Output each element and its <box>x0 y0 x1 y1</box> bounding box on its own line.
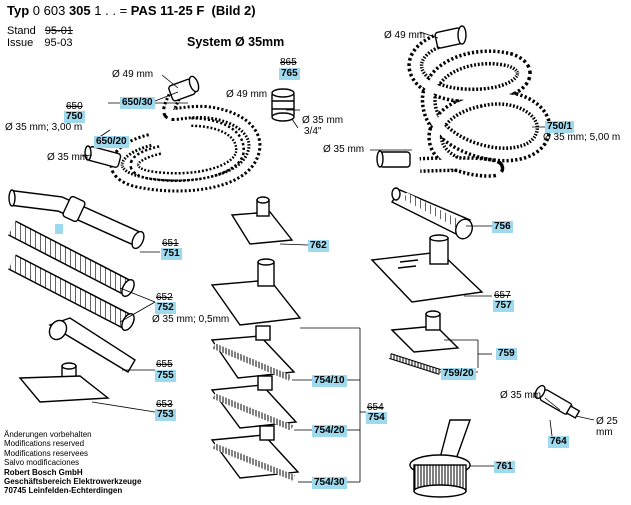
callout-759: 759 <box>496 348 517 360</box>
dim-35-adapter: Ø 35 mm <box>500 390 542 401</box>
callout-650-30: 650/30 <box>120 97 155 109</box>
hose-5m-drawing <box>376 25 552 178</box>
floor-nozzle-754-drawing <box>210 258 302 326</box>
callout-764: 764 <box>548 436 569 448</box>
callout-757: 757 <box>493 300 514 312</box>
callout-657-old: 657 <box>494 290 511 301</box>
callout-754: 754 <box>366 412 387 424</box>
footer-line: Salvo modificaciones <box>4 458 80 468</box>
callout-761: 761 <box>494 461 515 473</box>
dim-35-left: Ø 35 mm <box>47 152 89 163</box>
bild-label: (Bild 2) <box>211 3 256 18</box>
callout-754-30: 754/30 <box>312 477 347 489</box>
typ-suffix: 1 . . = <box>94 3 128 18</box>
dim-thread: 3/4" <box>304 126 322 137</box>
company-name: Robert Bosch GmbH <box>4 467 83 477</box>
upholstery-nozzle-753-drawing <box>18 362 110 403</box>
floor-nozzle-754-10-drawing <box>210 325 296 381</box>
footer-notes: Änderungen vorbehalten Modifications res… <box>4 430 141 496</box>
dim-35-right: Ø 35 mm <box>323 144 365 155</box>
adapter-764-drawing <box>534 384 581 419</box>
callout-650-20: 650/20 <box>94 136 129 148</box>
callout-754-10: 754/10 <box>312 375 347 387</box>
adapter-765-drawing <box>271 88 295 122</box>
callout-762: 762 <box>308 240 329 252</box>
dim-49-right: Ø 49 mm <box>384 30 426 41</box>
floor-nozzle-757-drawing <box>370 234 484 303</box>
callout-765: 765 <box>279 68 300 80</box>
issue-label: Issue <box>7 37 34 49</box>
callout-756: 756 <box>492 221 513 233</box>
round-brush-761-drawing <box>409 419 471 498</box>
callout-652-old: 652 <box>156 292 173 303</box>
company-address: 70745 Leinfelden-Echterdingen <box>4 486 123 496</box>
dim-25-adapter: Ø 25 mm <box>596 416 618 438</box>
typ-number-b: 305 <box>68 3 91 18</box>
callout-752: 752 <box>155 302 176 314</box>
model-name: PAS 11-25 F <box>130 3 205 18</box>
type-line: Typ 0 603 305 1 . . = PAS 11-25 F (Bild … <box>7 3 256 18</box>
callout-754-20: 754/20 <box>312 425 347 437</box>
callout-654-old: 654 <box>367 402 384 413</box>
company-division: Geschäftsbereich Elektrowerkzeuge <box>4 477 142 487</box>
floor-nozzle-754-30-drawing <box>210 425 300 481</box>
crevice-nozzle-755-drawing <box>48 317 136 373</box>
callout-865-old: 865 <box>280 57 297 68</box>
bent-tube-751-drawing <box>8 189 145 250</box>
callout-653-old: 653 <box>156 399 173 410</box>
system-title: System Ø 35mm <box>187 35 285 49</box>
callout-655-old: 655 <box>156 359 173 370</box>
callout-751: 751 <box>161 248 182 260</box>
typ-number-a: 0 603 <box>32 3 66 18</box>
stand-value: 95-01 <box>44 25 73 37</box>
dim-49-mid: Ø 49 mm <box>226 89 268 100</box>
callout-750: 750 <box>64 111 85 123</box>
highlight-marker <box>55 224 63 234</box>
floor-nozzle-754-20-drawing <box>210 375 298 431</box>
extension-tubes-752-drawing <box>8 220 135 331</box>
callout-750-1: 750/1 <box>545 121 575 133</box>
stand-block: Stand 95-01 Issue 95-03 <box>7 25 73 49</box>
nozzle-762-drawing <box>230 196 294 245</box>
footer-line: Modifications reservees <box>4 448 89 458</box>
callout-755: 755 <box>155 370 176 382</box>
stand-label: Stand <box>7 25 36 37</box>
callout-651-old: 651 <box>162 238 179 249</box>
footer-line: Modifications reserved <box>4 439 85 449</box>
dim-35-500: Ø 35 mm; 5,00 m <box>543 132 621 143</box>
dim-35-mid: Ø 35 mm <box>302 115 344 126</box>
callout-650-old: 650 <box>66 101 83 112</box>
typ-label: Typ <box>7 3 30 18</box>
hose-3m-drawing <box>84 75 262 193</box>
nozzle-759-drawing <box>389 310 460 375</box>
callout-753: 753 <box>155 409 176 421</box>
issue-value: 95-03 <box>44 37 73 49</box>
crevice-nozzle-756-drawing <box>390 187 473 240</box>
callout-759-20: 759/20 <box>441 368 476 380</box>
dim-35-050: Ø 35 mm; 0,5mm <box>152 314 230 325</box>
dim-49-left: Ø 49 mm <box>112 69 154 80</box>
dim-35-300: Ø 35 mm; 3,00 m <box>5 122 83 133</box>
footer-line: Änderungen vorbehalten <box>4 430 92 439</box>
